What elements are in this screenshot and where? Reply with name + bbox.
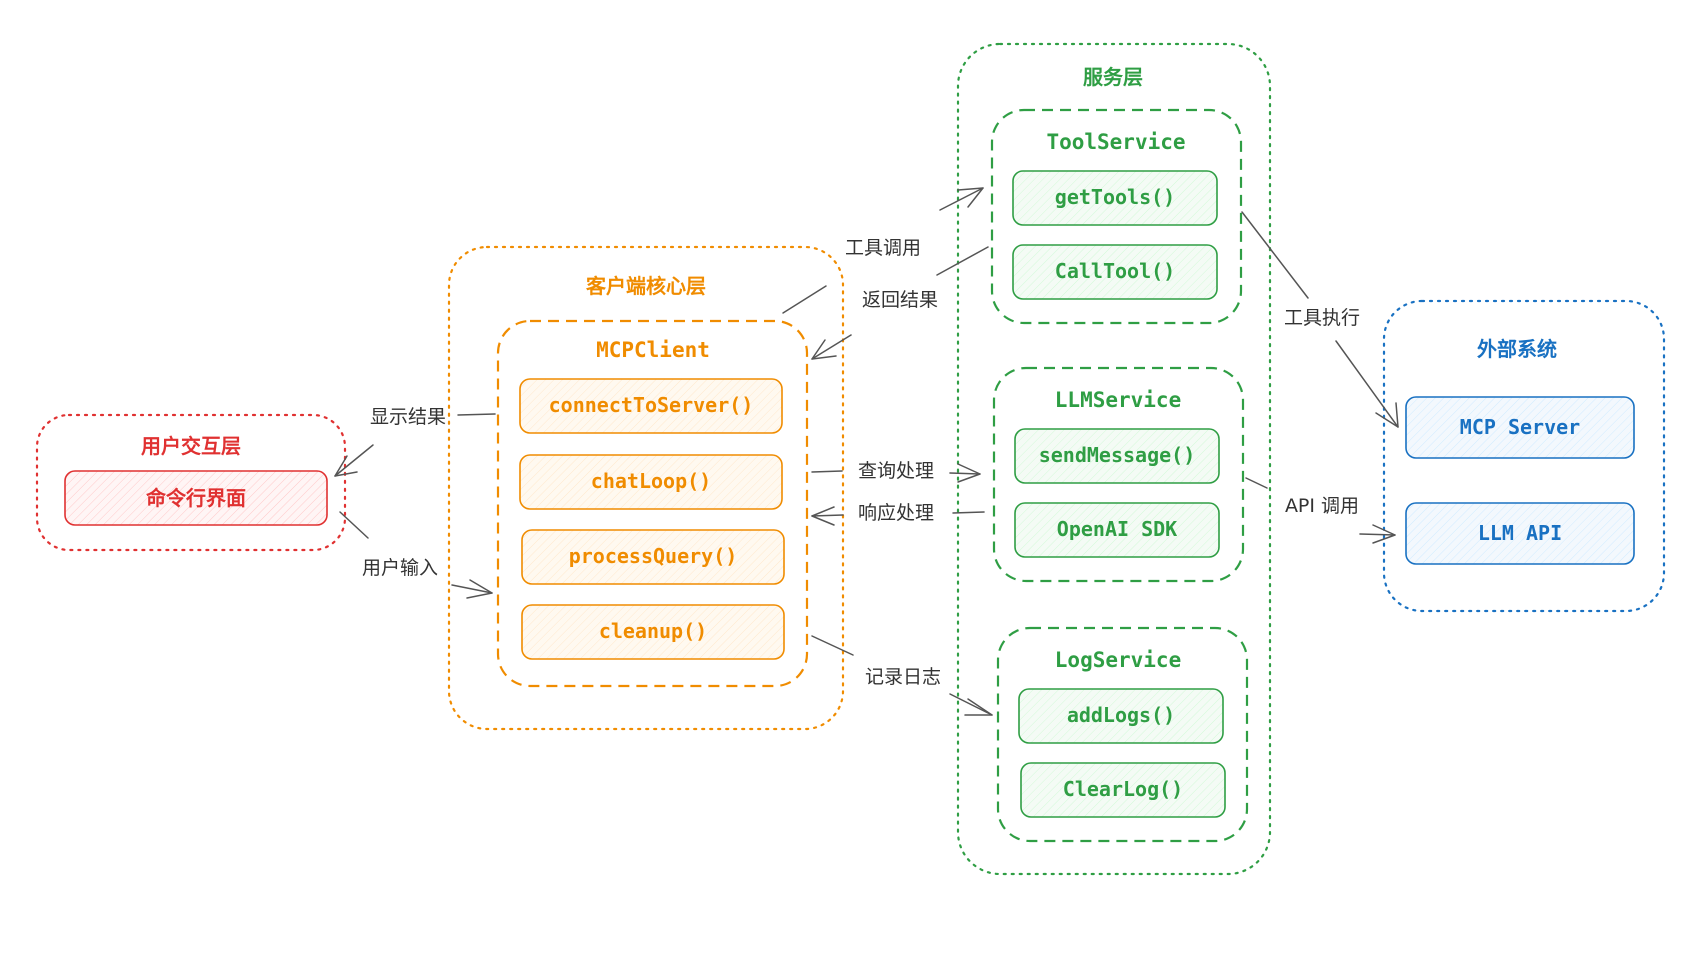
tool-service-frame (990, 108, 1243, 325)
send-message-box[interactable] (1014, 428, 1220, 484)
llm-service-title: LLMService (1055, 388, 1181, 412)
edge-tool-call-line-a (782, 285, 827, 314)
edge-response-line-b (811, 514, 844, 517)
edge-tool-exec-line-a (1241, 211, 1309, 299)
llm-service-frame (992, 366, 1245, 583)
edge-show-result-line-a (457, 413, 496, 416)
cleanup-label: cleanup() (599, 619, 707, 643)
service-layer-group: 服务层 ToolService getTools() CallTool() LL… (956, 42, 1272, 876)
service-layer-title: 服务层 (1083, 65, 1143, 89)
edge-return-result-arrowhead (811, 339, 837, 360)
edge-label-log: 记录日志 (865, 666, 941, 688)
connect-to-server-label: connectToServer() (549, 393, 754, 417)
edge-user-input-line-b (451, 584, 493, 594)
edge-label-tool-call: 工具调用 (845, 237, 921, 259)
tool-service-title: ToolService (1046, 130, 1185, 154)
get-tools-label: getTools() (1055, 185, 1175, 209)
edge-log-arrowhead (964, 698, 993, 716)
clear-log-label: ClearLog() (1063, 777, 1183, 801)
edge-show-result-arrowhead (334, 455, 358, 477)
add-logs-label: addLogs() (1067, 703, 1175, 727)
openai-sdk-box[interactable] (1014, 502, 1220, 558)
edge-label-show-result: 显示结果 (370, 406, 446, 428)
edge-query-line-a (811, 470, 843, 473)
process-query-box[interactable] (521, 529, 785, 585)
mcp-server-label: MCP Server (1460, 415, 1580, 439)
mcpclient-title: MCPClient (596, 338, 710, 362)
chat-loop-label: chatLoop() (591, 469, 711, 493)
edge-label-tool-exec: 工具执行 (1284, 307, 1360, 329)
edges (334, 187, 1399, 716)
edge-response-arrowhead (811, 506, 835, 526)
edge-query-line-b (949, 472, 981, 475)
edge-log-line-a (811, 635, 854, 656)
get-tools-box[interactable] (1012, 170, 1218, 226)
external-layer-group: 外部系统 MCP Server LLM API (1382, 299, 1666, 613)
edge-label-return-result: 返回结果 (862, 289, 938, 311)
external-layer-title: 外部系统 (1477, 337, 1557, 361)
edge-tool-call-arrowhead (957, 187, 984, 208)
edge-api-call-line-a (1245, 477, 1268, 489)
edge-user-input-line-a (339, 511, 369, 539)
edge-label-api-call: API 调用 (1285, 495, 1359, 517)
client-layer-group: 客户端核心层 MCPClient connectToServer() chatL… (447, 245, 845, 731)
user-layer-group: 用户交互层 命令行界面 (35, 413, 347, 552)
client-layer-frame (447, 245, 845, 731)
log-service-title: LogService (1055, 648, 1181, 672)
connect-to-server-box[interactable] (519, 378, 783, 434)
send-message-label: sendMessage() (1039, 443, 1196, 467)
external-layer-frame (1382, 299, 1666, 613)
edge-label-user-input: 用户输入 (362, 557, 438, 579)
add-logs-box[interactable] (1018, 688, 1224, 744)
edge-return-result-line-b (811, 334, 852, 360)
call-tool-label: CallTool() (1055, 259, 1175, 283)
llm-api-box[interactable] (1405, 502, 1635, 565)
edge-show-result-line-b (334, 444, 374, 477)
edge-label-query: 查询处理 (858, 460, 934, 482)
user-layer-frame (35, 413, 347, 552)
edge-api-call-line-b (1359, 533, 1396, 536)
service-layer-frame (956, 42, 1272, 876)
clear-log-box[interactable] (1020, 762, 1226, 818)
client-layer-title: 客户端核心层 (585, 274, 706, 298)
chat-loop-box[interactable] (519, 454, 783, 510)
edge-tool-call-line-b (939, 187, 984, 211)
call-tool-box[interactable] (1012, 244, 1218, 300)
edge-user-input-arrowhead (466, 579, 493, 599)
edge-log-line-b (949, 693, 993, 716)
cli-node-label: 命令行界面 (146, 486, 246, 510)
edge-api-call-arrowhead (1372, 524, 1396, 544)
edge-label-response: 响应处理 (858, 502, 934, 524)
edge-tool-exec-arrowhead (1375, 402, 1399, 428)
openai-sdk-label: OpenAI SDK (1057, 517, 1177, 541)
edge-return-result-line-a (936, 246, 989, 276)
edge-labels: 显示结果 用户输入 工具调用 返回结果 查询处理 响应处理 记录日志 工具执行 … (362, 237, 1360, 688)
llm-api-label: LLM API (1478, 521, 1562, 545)
cli-node-box[interactable] (64, 470, 328, 526)
process-query-label: processQuery() (569, 544, 738, 568)
edge-query-arrowhead (957, 463, 981, 483)
cleanup-box[interactable] (521, 604, 785, 660)
edge-tool-exec-line-b (1335, 340, 1399, 428)
user-layer-title: 用户交互层 (141, 434, 241, 458)
mcp-server-box[interactable] (1405, 396, 1635, 459)
log-service-frame (996, 626, 1249, 843)
edge-response-line-a (952, 511, 985, 514)
